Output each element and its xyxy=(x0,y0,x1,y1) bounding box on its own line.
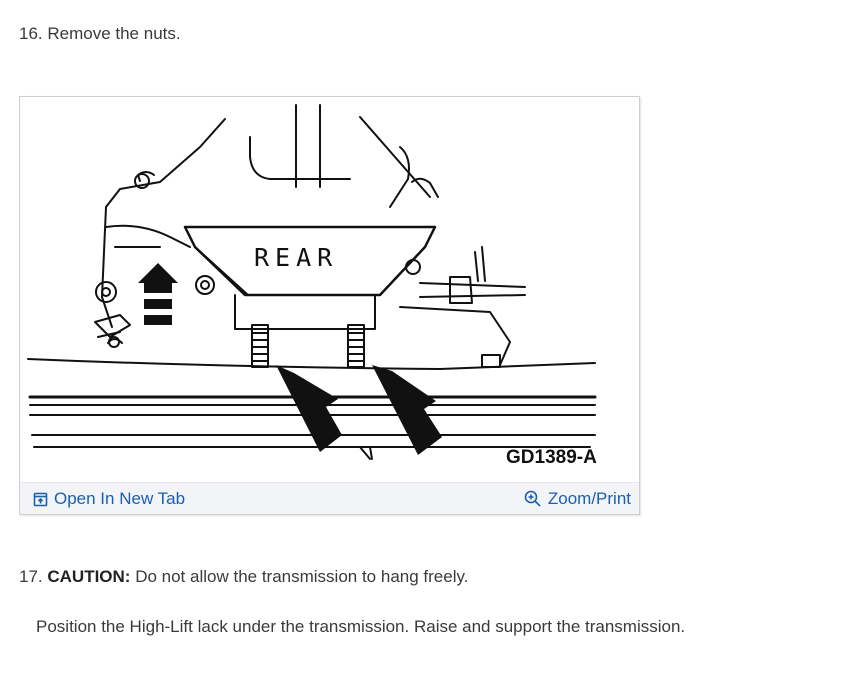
open-in-new-tab-icon xyxy=(33,492,48,507)
zoom-print-label: Zoom/Print xyxy=(547,489,631,508)
open-in-new-tab-label: Open In New Tab xyxy=(54,489,186,508)
figure-footer: Open In New Tab Zoom/Print xyxy=(20,482,639,514)
caution-text: Do not allow the transmission to hang fr… xyxy=(130,567,469,586)
figure-id-label: GD1389-A xyxy=(506,447,597,468)
rear-label: REAR xyxy=(254,243,339,272)
zoom-print-link[interactable]: Zoom/Print xyxy=(524,489,631,509)
caution-label: CAUTION: xyxy=(47,567,131,586)
step-17-text: 17. CAUTION: Do not allow the transmissi… xyxy=(19,567,468,587)
open-in-new-tab-link[interactable]: Open In New Tab xyxy=(33,489,185,509)
step-17-number: 17. xyxy=(19,567,48,586)
zoom-in-icon xyxy=(524,490,542,508)
transmission-mount-illustration: REAR GD1389-A xyxy=(20,97,639,483)
figure-card: REAR GD1389-A Open In New Tab Zo xyxy=(19,96,640,515)
step-17-detail-text: Position the High-Lift lack under the tr… xyxy=(36,617,686,636)
step-16-text: 16. Remove the nuts. xyxy=(19,24,181,43)
